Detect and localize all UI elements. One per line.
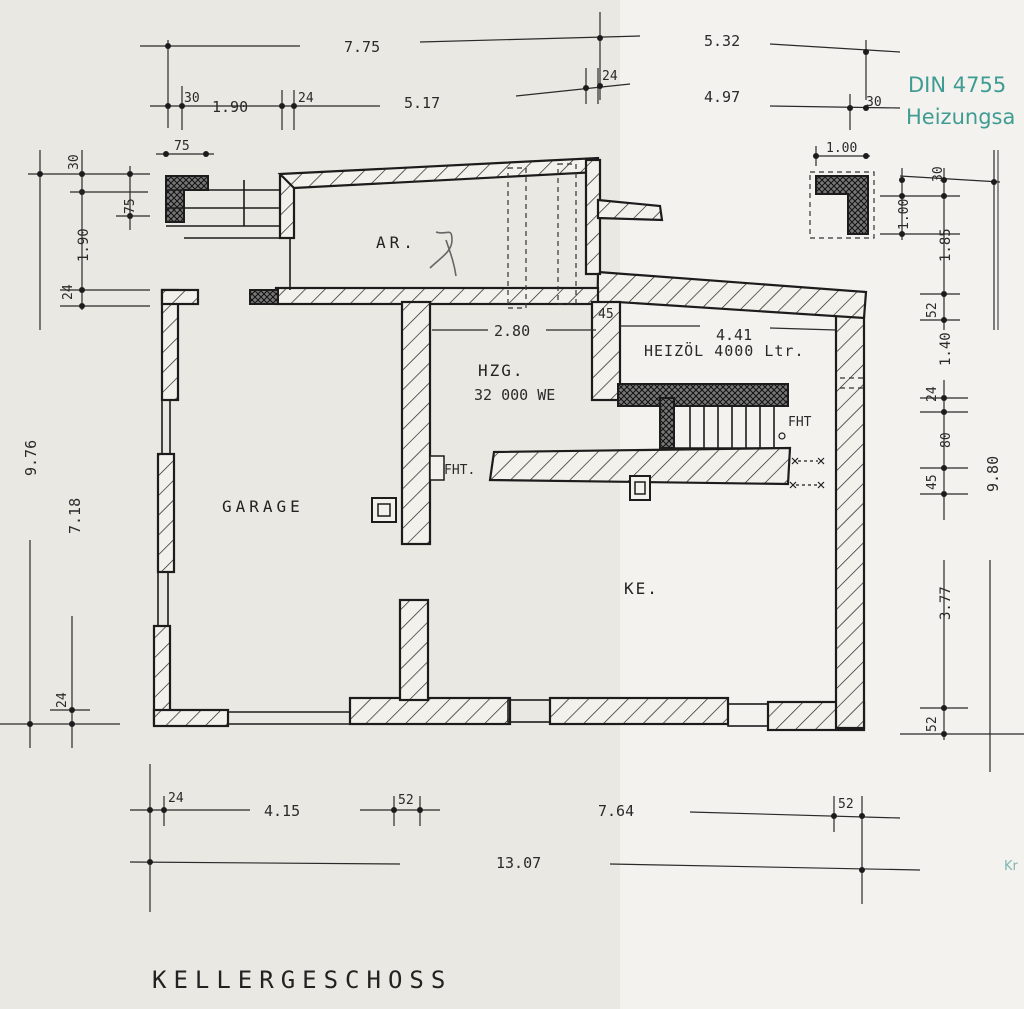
room-ar: AR. xyxy=(376,233,417,252)
dim-right-377: 3.77 xyxy=(938,586,954,620)
dim-bottom-52-b: 52 xyxy=(838,797,854,812)
dim-inner-441: 4.41 xyxy=(716,326,752,344)
dim-right-24: 24 xyxy=(925,386,940,402)
dim-bottom-52-a: 52 xyxy=(398,793,414,808)
dim-right-185: 1.85 xyxy=(938,228,954,262)
dim-top-517: 5.17 xyxy=(404,94,440,112)
dim-top-total-right: 5.32 xyxy=(704,32,740,50)
dim-top-497: 4.97 xyxy=(704,88,740,106)
label-fht-left: FHT. xyxy=(444,463,475,478)
wall-left-upper xyxy=(160,288,180,402)
fht-left-marker xyxy=(429,455,445,481)
dim-left-190: 1.90 xyxy=(76,228,92,262)
dim-left-976: 9.76 xyxy=(22,440,40,476)
dim-bottom-415: 4.15 xyxy=(264,802,300,820)
dim-top-190: 1.90 xyxy=(212,98,248,116)
paper-right-sheet xyxy=(620,0,1024,1009)
wall-hzg-ke xyxy=(488,446,792,486)
room-heizoel: HEIZÖL 4000 Ltr. xyxy=(644,341,805,360)
corner-top-right xyxy=(815,175,869,235)
dim-right-52-bottom: 52 xyxy=(925,716,940,732)
corner-top-left xyxy=(165,175,209,223)
wall-bottom-mid xyxy=(348,696,512,726)
wall-hzg-right xyxy=(590,300,622,402)
dim-right-100: 1.00 xyxy=(897,199,912,230)
dim-inner-280: 2.80 xyxy=(494,322,530,340)
room-garage: GARAGE xyxy=(222,497,304,516)
dim-bottom-764: 7.64 xyxy=(598,802,634,820)
dim-top-30-right: 30 xyxy=(866,95,882,110)
room-labels: GARAGE AR. HZG. 32 000 WE HEIZÖL 4000 Lt… xyxy=(222,233,812,598)
dim-top-24-b: 24 xyxy=(602,69,618,84)
walls xyxy=(152,156,875,732)
dim-top-75: 75 xyxy=(174,139,190,154)
room-hzg-capacity: 32 000 WE xyxy=(474,386,555,404)
dim-top-30-left: 30 xyxy=(184,91,200,106)
dim-top-total-left: 7.75 xyxy=(344,38,380,56)
stamp-line-1: DIN 4755 xyxy=(908,73,1006,97)
wall-left-mid xyxy=(156,452,176,574)
drawing-title: KELLERGESCHOSS xyxy=(152,966,452,994)
dim-left-30: 30 xyxy=(67,154,82,170)
wall-garage-top xyxy=(274,286,600,306)
flue-ke xyxy=(629,475,651,501)
stamp-line-2: Heizungsa xyxy=(906,105,1015,129)
wall-bottom-center xyxy=(548,696,730,726)
wall-left-stub xyxy=(160,288,200,306)
wall-stair-left xyxy=(659,397,675,449)
room-ke: KE. xyxy=(624,579,659,598)
dim-top-100: 1.00 xyxy=(826,141,857,156)
dim-left-24-bottom: 24 xyxy=(55,692,70,708)
details xyxy=(157,163,864,727)
wall-stair-top xyxy=(617,383,789,407)
handwritten-mark xyxy=(429,231,457,277)
dim-right-30: 30 xyxy=(931,166,946,182)
dim-right-80: 80 xyxy=(939,432,954,448)
dim-right-140: 1.40 xyxy=(938,332,954,366)
label-fht-right: FHT xyxy=(788,415,812,430)
dim-top-24-a: 24 xyxy=(298,91,314,106)
dimension-lines xyxy=(0,12,1024,912)
dim-inner-45: 45 xyxy=(598,307,614,322)
dim-bottom-24: 24 xyxy=(168,791,184,806)
wall-ar-top xyxy=(277,156,600,190)
wall-right xyxy=(834,290,866,730)
dim-right-980: 9.80 xyxy=(984,456,1002,492)
wall-garage-divider-lower xyxy=(398,598,430,702)
dim-right-45: 45 xyxy=(925,474,940,490)
wall-garage-divider-upper xyxy=(400,300,432,546)
room-hzg: HZG. xyxy=(478,361,525,380)
staircase xyxy=(674,405,786,449)
wall-garage-top-insulated xyxy=(249,289,279,305)
dimension-labels: 7.75 5.32 30 1.90 24 5.17 24 4.97 30 75 … xyxy=(22,32,1002,872)
dim-bottom-1307: 13.07 xyxy=(496,854,541,872)
dim-left-718: 7.18 xyxy=(66,498,84,534)
wall-bottom-left xyxy=(152,708,230,728)
wall-ar-chimney xyxy=(596,198,664,222)
dim-right-52-top: 52 xyxy=(925,302,940,318)
stamp-fragment: Kr xyxy=(1004,859,1019,874)
flue-garage xyxy=(371,497,397,523)
corner-top-right-outline xyxy=(809,171,875,239)
dim-left-24-top: 24 xyxy=(61,284,76,300)
dim-left-75: 75 xyxy=(123,198,138,214)
